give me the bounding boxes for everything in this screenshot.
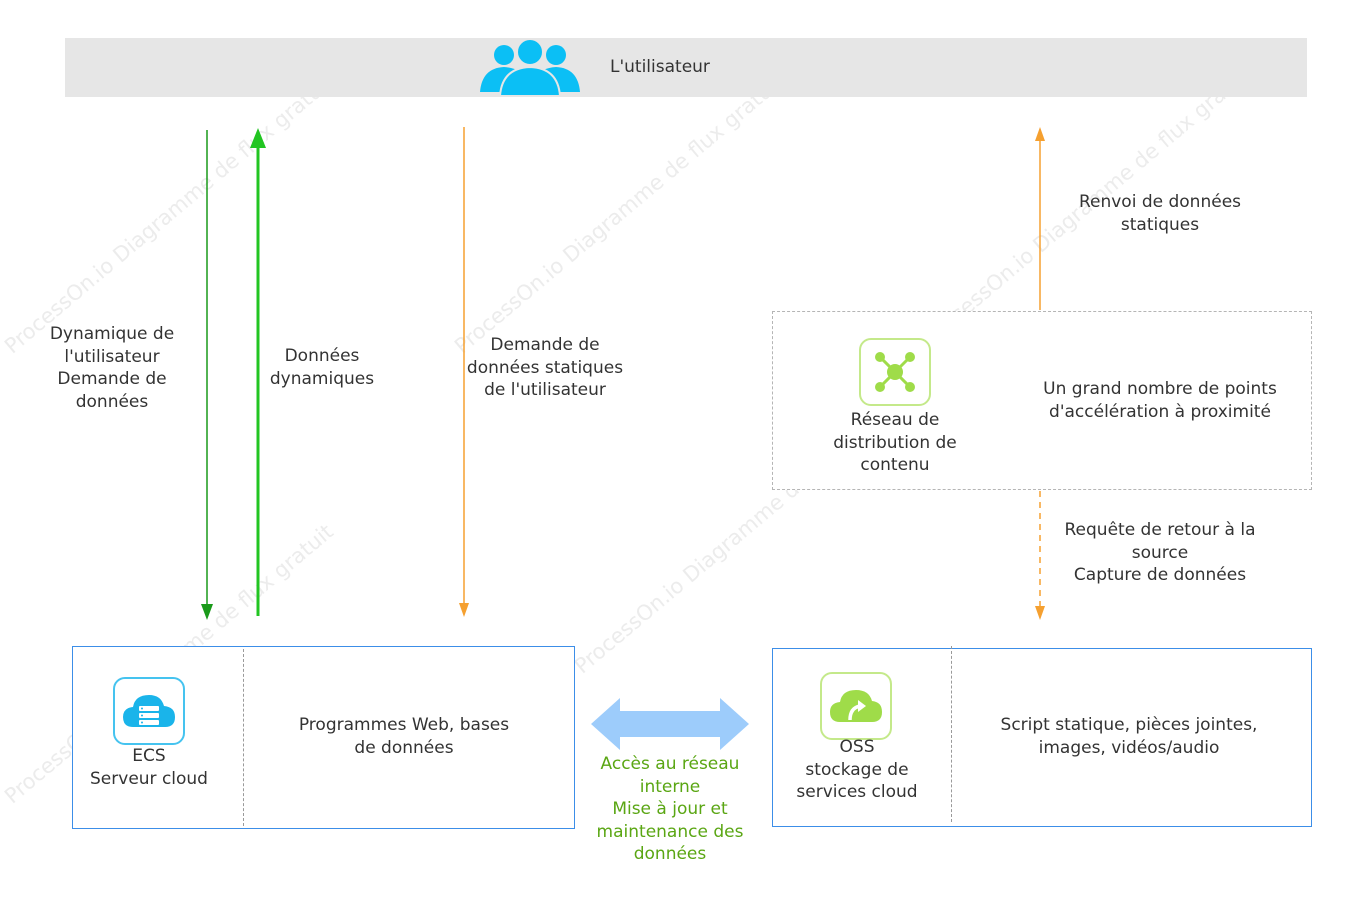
user-bar — [65, 38, 1307, 97]
user-label: L'utilisateur — [610, 57, 710, 77]
ecs-divider — [243, 649, 244, 826]
dynamic-data-arrow — [250, 128, 266, 616]
ecs-description: Programmes Web, bases de données — [298, 715, 510, 758]
origin-request-label: Requête de retour à la source Capture de… — [1064, 520, 1256, 585]
cdn-description: Un grand nombre de points d'accélération… — [1043, 379, 1277, 422]
cloud-server-icon — [113, 677, 185, 745]
dynamic-request-arrow — [201, 130, 213, 620]
dynamic-data-label: Données dynamiques — [269, 346, 375, 389]
oss-description: Script statique, pièces jointes, images,… — [1000, 715, 1258, 758]
dynamic-request-label: Dynamique de l'utilisateur Demande de do… — [49, 324, 175, 412]
users-icon — [480, 38, 580, 97]
static-return-arrow — [1035, 127, 1045, 310]
network-nodes-icon — [859, 338, 931, 406]
oss-divider — [951, 646, 952, 822]
oss-name: OSS stockage de services cloud — [796, 737, 918, 802]
static-request-arrow — [459, 127, 469, 617]
cdn-name: Réseau de distribution de contenu — [833, 410, 957, 475]
ecs-name: ECS Serveur cloud — [90, 746, 208, 789]
cloud-upload-icon — [820, 672, 892, 740]
static-return-label: Renvoi de données statiques — [1078, 192, 1242, 235]
origin-request-arrow — [1035, 491, 1045, 620]
internal-access-label: Accès au réseau interne Mise à jour et m… — [596, 754, 744, 864]
static-request-label: Demande de données statiques de l'utilis… — [466, 335, 624, 400]
internal-access-double-arrow — [591, 698, 749, 750]
